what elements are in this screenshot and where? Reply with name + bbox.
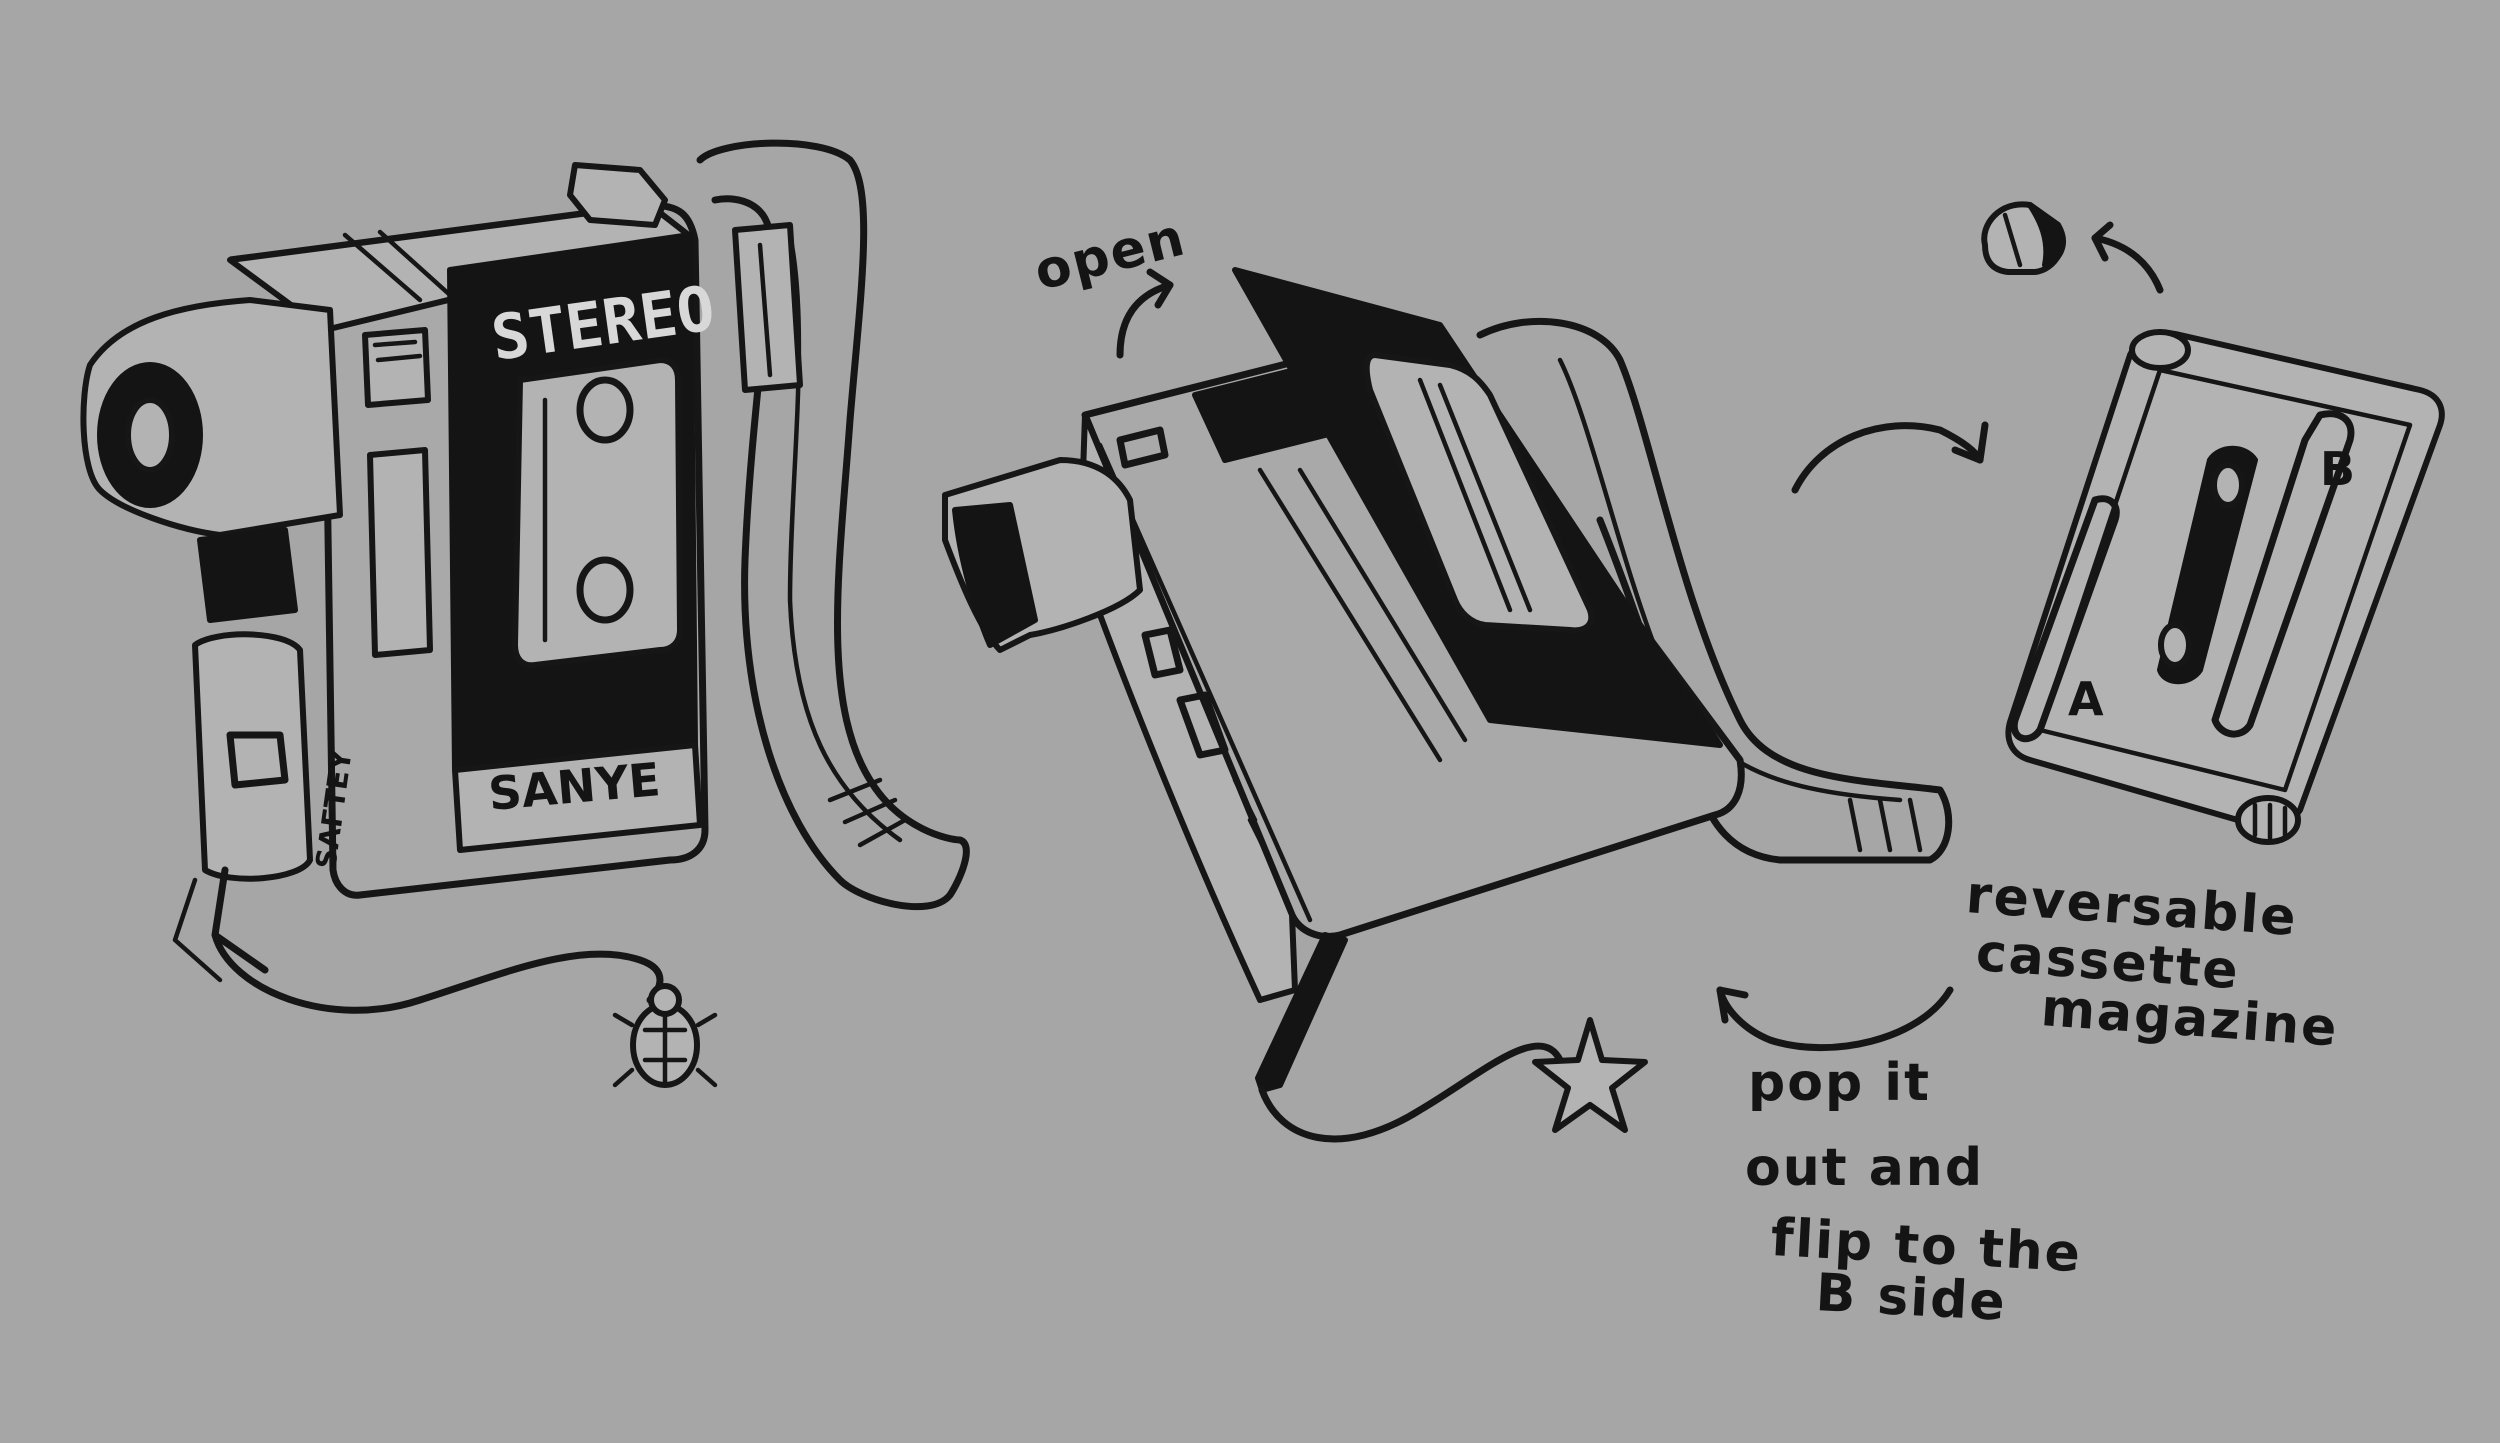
- side-slot-upper: [362, 327, 431, 408]
- headphone-cord: [211, 866, 664, 1014]
- annotation-pop-1: pop it: [1748, 1053, 1931, 1113]
- safety-clip: [192, 631, 313, 882]
- star-charm: [1532, 1017, 1648, 1133]
- lower-panel: [452, 742, 703, 853]
- open-hinge-ribs: [1192, 367, 1328, 463]
- cassette-side-a: A: [2068, 672, 2104, 726]
- play-button-top: [567, 162, 668, 228]
- popped-roller: [1981, 201, 2066, 275]
- walkman-closed: STEREO SANYE SAFTEY: [80, 139, 970, 1088]
- pop-arrow: [2091, 234, 2164, 294]
- earcup-right: [732, 222, 803, 393]
- reel-bottom: [576, 556, 634, 624]
- annotation-pop-2: out and: [1745, 1138, 1984, 1198]
- return-arrow: [1716, 986, 1954, 1052]
- headband-loop: [696, 139, 970, 911]
- open-arrow: [1116, 281, 1174, 359]
- annotation-pop-4: B side: [1814, 1263, 2008, 1333]
- turtle-charm: [612, 983, 718, 1088]
- side-slot-lower: [367, 447, 433, 658]
- open-stylus: [1255, 932, 1348, 1093]
- headband-inner: [787, 232, 903, 843]
- open-cord: [1258, 1042, 1564, 1143]
- open-lid-window: [1363, 352, 1595, 634]
- annotation-magazine-3: magazine: [2039, 978, 2340, 1059]
- cassette-side-b: B: [2320, 442, 2355, 496]
- walkman-open: [942, 267, 1953, 1143]
- cassette-magazine: B A: [1981, 201, 2445, 845]
- control-box: [197, 527, 298, 623]
- cassette-window: [512, 357, 683, 669]
- transfer-arrow: [1791, 422, 1984, 494]
- headband-ridges: [827, 777, 908, 848]
- reel-top: [576, 376, 634, 444]
